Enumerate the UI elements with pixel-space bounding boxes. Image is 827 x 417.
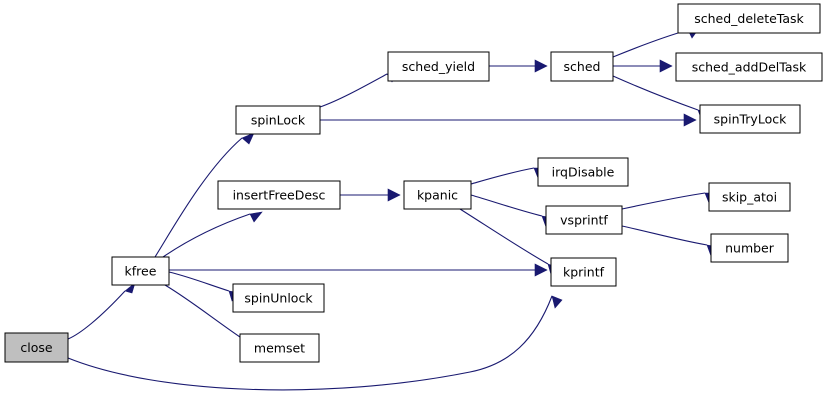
- node-box[interactable]: [699, 104, 801, 134]
- edge-kfree-to-kprintf: [169, 263, 548, 277]
- edge-line: [154, 137, 243, 258]
- edge-line: [470, 194, 543, 217]
- node-spinLock[interactable]: spinLock: [235, 105, 321, 135]
- node-sched_addDelTask[interactable]: sched_addDelTask: [675, 52, 823, 82]
- edge-line: [168, 271, 230, 292]
- node-box[interactable]: [550, 51, 614, 82]
- node-box[interactable]: [545, 205, 623, 235]
- edge-line: [67, 290, 126, 340]
- edge-insertFreeDesc-to-kpanic: [340, 188, 401, 202]
- edge-kfree-to-insertFreeDesc: [162, 211, 263, 258]
- edge-kfree-to-spinLock: [154, 132, 255, 258]
- node-number[interactable]: number: [710, 233, 789, 263]
- edge-vsprintf-to-skip_atoi: [621, 192, 718, 210]
- node-label: kfree: [125, 264, 157, 279]
- edge-line: [470, 167, 535, 185]
- node-label: number: [725, 241, 775, 256]
- arrowhead-icon: [534, 59, 548, 73]
- node-label: spinTryLock: [714, 112, 787, 127]
- node-label: sched_addDelTask: [692, 60, 807, 75]
- node-label: close: [20, 340, 53, 355]
- node-box[interactable]: [111, 256, 170, 286]
- node-label: spinLock: [251, 113, 306, 128]
- arrowhead-icon: [534, 263, 548, 277]
- node-sched_deleteTask[interactable]: sched_deleteTask: [677, 3, 821, 34]
- node-label: irqDisable: [552, 165, 615, 180]
- node-spinTryLock[interactable]: spinTryLock: [699, 104, 801, 134]
- node-label: sched_deleteTask: [694, 11, 804, 26]
- node-box[interactable]: [677, 3, 821, 34]
- node-label: kprintf: [563, 265, 605, 280]
- node-box[interactable]: [217, 180, 341, 210]
- edge-line: [612, 75, 699, 111]
- node-box[interactable]: [708, 182, 791, 212]
- arrowhead-icon: [387, 188, 401, 202]
- node-box[interactable]: [387, 51, 490, 82]
- node-irqDisable[interactable]: irqDisable: [537, 157, 629, 187]
- edge-close-to-kprintf: [67, 295, 563, 391]
- node-kprintf[interactable]: kprintf: [550, 257, 617, 287]
- node-box[interactable]: [403, 180, 472, 210]
- node-label: vsprintf: [560, 213, 608, 228]
- edge-kfree-to-spinUnlock: [168, 271, 242, 302]
- node-sched[interactable]: sched: [550, 51, 614, 82]
- node-box[interactable]: [4, 332, 69, 363]
- node-label: skip_atoi: [722, 190, 777, 205]
- node-label: kpanic: [417, 188, 458, 203]
- edge-line: [162, 213, 251, 258]
- edge-sched-to-sched_addDelTask: [613, 59, 673, 73]
- edge-spinLock-to-spinTryLock: [320, 113, 697, 127]
- node-kpanic[interactable]: kpanic: [403, 180, 472, 210]
- arrowhead-icon: [551, 295, 563, 309]
- node-skip_atoi[interactable]: skip_atoi: [708, 182, 791, 212]
- node-layer: close kfree spinLock insertFreeDesc spinUnlo…: [4, 3, 823, 363]
- arrowhead-icon: [683, 113, 697, 127]
- node-box[interactable]: [235, 105, 321, 135]
- node-box[interactable]: [710, 233, 789, 263]
- edge-line: [459, 208, 549, 265]
- node-label: spinUnlock: [244, 291, 313, 306]
- edge-kpanic-to-vsprintf: [470, 194, 555, 228]
- edge-line: [621, 225, 708, 246]
- edge-close-to-kfree: [67, 282, 136, 340]
- node-kfree[interactable]: kfree: [111, 256, 170, 286]
- edge-kpanic-to-irqDisable: [470, 167, 547, 185]
- node-insertFreeDesc[interactable]: insertFreeDesc: [217, 180, 341, 210]
- node-label: sched: [564, 59, 601, 74]
- node-box[interactable]: [537, 157, 629, 187]
- edge-vsprintf-to-number: [621, 225, 720, 257]
- edge-line: [164, 284, 241, 338]
- node-label: memset: [254, 341, 305, 356]
- edge-sched-to-spinTryLock: [612, 75, 711, 122]
- node-box[interactable]: [232, 283, 325, 313]
- arrowhead-icon: [249, 211, 263, 223]
- node-box[interactable]: [239, 333, 320, 363]
- edge-line: [319, 73, 388, 108]
- node-label: sched_yield: [402, 59, 475, 74]
- node-vsprintf[interactable]: vsprintf: [545, 205, 623, 235]
- node-close[interactable]: close: [4, 332, 69, 363]
- node-sched_yield[interactable]: sched_yield: [387, 51, 490, 82]
- edge-spinLock-to-sched_yield: [319, 70, 400, 108]
- node-label: insertFreeDesc: [233, 188, 326, 203]
- node-box[interactable]: [675, 52, 823, 82]
- arrowhead-icon: [659, 59, 673, 73]
- node-spinUnlock[interactable]: spinUnlock: [232, 283, 325, 313]
- arrowhead-icon: [241, 132, 255, 145]
- edge-sched_yield-to-sched: [489, 59, 548, 73]
- edge-line: [621, 192, 706, 210]
- node-memset[interactable]: memset: [239, 333, 320, 363]
- edge-line: [67, 295, 553, 391]
- node-box[interactable]: [550, 257, 617, 287]
